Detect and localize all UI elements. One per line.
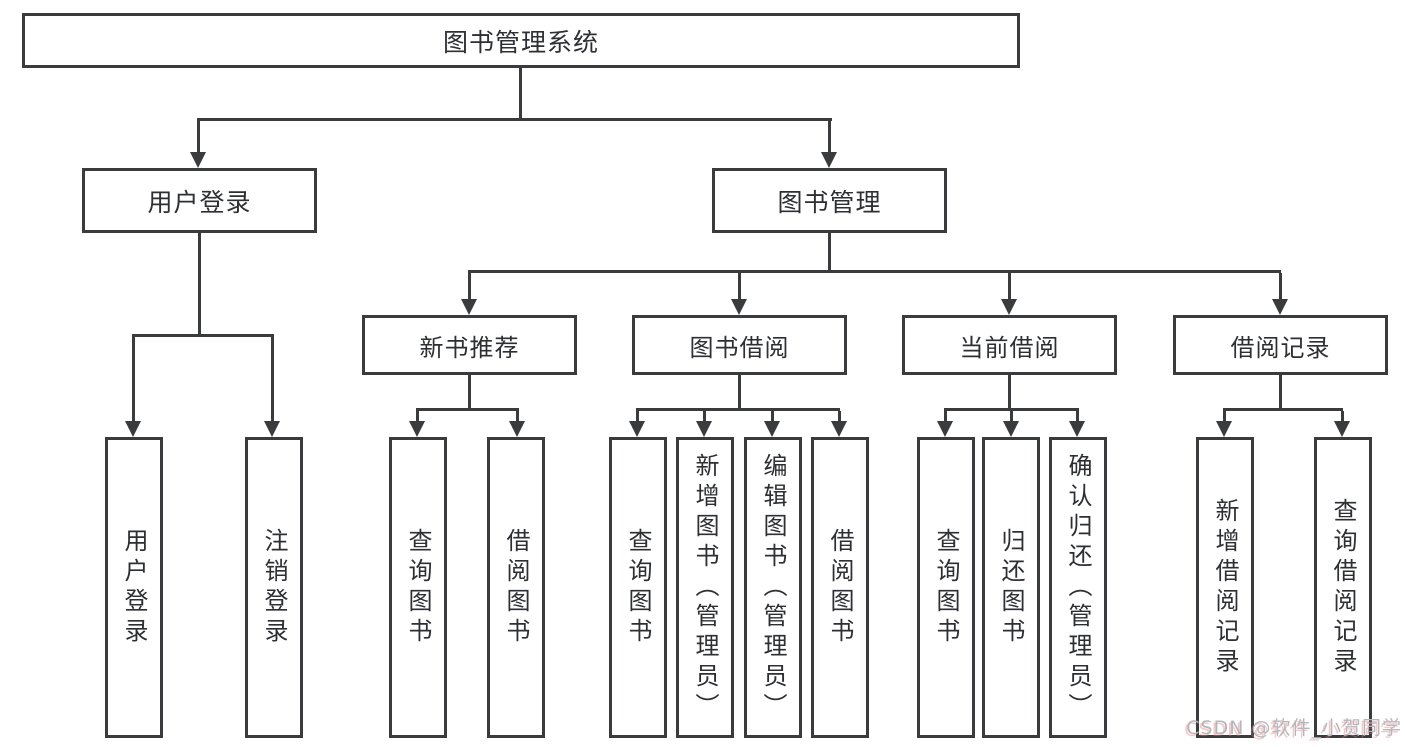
arrowhead-query-record (1334, 421, 1350, 437)
connector-borrow-records-hbar (1223, 408, 1343, 411)
node-borrow-records: 借阅记录 (1173, 315, 1388, 375)
arrowhead-edit-book (764, 421, 780, 437)
node-root-system: 图书管理系统 (22, 13, 1020, 68)
arrowhead-return-book (1003, 421, 1019, 437)
arrowhead-user-login (190, 152, 206, 168)
node-new-book-recommend-label: 新书推荐 (419, 333, 520, 362)
arrowhead-add-book (696, 421, 712, 437)
connector-drop-current-borrow (1008, 273, 1011, 300)
leaf-edit-book-admin-label: 编辑图书（管理员） (759, 452, 787, 723)
connector-root-hbar (197, 118, 832, 121)
leaf-query-book-3-label: 查询图书 (932, 527, 960, 648)
arrowhead-query-book-1 (409, 421, 425, 437)
connector-drop-leaf-logout (271, 337, 274, 422)
arrowhead-leaf-logout (264, 421, 280, 437)
connector-book-borrow-hbar (636, 408, 840, 411)
connector-borrow-records-stem (1279, 375, 1282, 411)
arrowhead-new-book (461, 299, 477, 315)
arrowhead-confirm-return (1069, 421, 1085, 437)
node-user-login: 用户登录 (82, 168, 317, 233)
leaf-query-book-3: 查询图书 (917, 437, 975, 738)
leaf-query-borrow-record-label: 查询借阅记录 (1329, 497, 1357, 678)
leaf-query-book-1: 查询图书 (389, 437, 447, 738)
arrowhead-add-record (1216, 421, 1232, 437)
leaf-return-book: 归还图书 (982, 437, 1040, 738)
leaf-user-login-label: 用户登录 (120, 527, 148, 648)
leaf-borrow-book-1: 借阅图书 (487, 437, 545, 738)
leaf-query-book-2: 查询图书 (609, 437, 667, 738)
node-current-borrow: 当前借阅 (902, 315, 1117, 375)
node-new-book-recommend: 新书推荐 (362, 315, 577, 375)
connector-current-borrow-hbar (944, 408, 1079, 411)
node-root-label: 图书管理系统 (442, 27, 599, 57)
connector-drop-leaf-user-login (132, 337, 135, 422)
connector-drop-return-book (1010, 411, 1013, 422)
leaf-edit-book-admin: 编辑图书（管理员） (744, 437, 802, 738)
leaf-confirm-return-admin-label: 确认归还（管理员） (1064, 452, 1092, 723)
connector-drop-query-book-2 (636, 411, 639, 422)
node-book-borrow-label: 图书借阅 (689, 333, 790, 362)
arrowhead-book-management (821, 152, 837, 168)
connector-drop-book-borrow (738, 273, 741, 300)
leaf-user-login: 用户登录 (105, 437, 163, 738)
leaf-add-borrow-record-label: 新增借阅记录 (1211, 497, 1239, 678)
node-user-login-label: 用户登录 (147, 187, 252, 217)
connector-root-stem (519, 68, 522, 121)
leaf-borrow-book-2-label: 借阅图书 (826, 527, 854, 648)
arrowhead-borrow-book-2 (831, 421, 847, 437)
connector-new-book-stem (468, 375, 471, 411)
node-book-management-label: 图书管理 (777, 187, 882, 217)
node-current-borrow-label: 当前借阅 (959, 333, 1060, 362)
arrowhead-book-borrow (731, 299, 747, 315)
connector-drop-confirm-return (1076, 411, 1079, 422)
leaf-return-book-label: 归还图书 (997, 527, 1025, 648)
connector-book-borrow-stem (738, 375, 741, 411)
connector-new-book-hbar (416, 408, 519, 411)
leaf-query-borrow-record: 查询借阅记录 (1314, 437, 1372, 738)
arrowhead-leaf-user-login (125, 421, 141, 437)
connector-drop-borrow-book-2 (838, 411, 841, 422)
node-borrow-records-label: 借阅记录 (1230, 333, 1331, 362)
leaf-logout: 注销登录 (245, 437, 303, 738)
connector-drop-user-login (197, 121, 200, 154)
leaf-borrow-book-1-label: 借阅图书 (502, 527, 530, 648)
leaf-confirm-return-admin: 确认归还（管理员） (1049, 437, 1107, 738)
connector-book-management-stem (828, 233, 831, 273)
node-book-management: 图书管理 (712, 168, 947, 233)
leaf-query-book-1-label: 查询图书 (404, 527, 432, 648)
leaf-add-borrow-record: 新增借阅记录 (1196, 437, 1254, 738)
connector-user-login-stem (198, 233, 201, 337)
node-book-borrow: 图书借阅 (632, 315, 847, 375)
connector-drop-borrow-records (1279, 273, 1282, 300)
connector-drop-query-book-3 (944, 411, 947, 422)
connector-drop-book-management (828, 121, 831, 154)
arrowhead-query-book-2 (629, 421, 645, 437)
connector-drop-query-record (1341, 411, 1344, 422)
arrowhead-borrow-book-1 (509, 421, 525, 437)
connector-drop-query-book-1 (416, 411, 419, 422)
leaf-borrow-book-2: 借阅图书 (811, 437, 869, 738)
arrowhead-query-book-3 (937, 421, 953, 437)
leaf-add-book-admin-label: 新增图书（管理员） (691, 452, 719, 723)
connector-drop-new-book (468, 273, 471, 300)
connector-drop-add-book (703, 411, 706, 422)
arrowhead-borrow-records (1272, 299, 1288, 315)
connector-drop-borrow-book-1 (516, 411, 519, 422)
leaf-query-book-2-label: 查询图书 (624, 527, 652, 648)
connector-current-borrow-stem (1008, 375, 1011, 411)
connector-book-management-hbar (468, 270, 1281, 273)
connector-drop-add-record (1223, 411, 1226, 422)
connector-user-login-hbar (132, 334, 274, 337)
connector-drop-edit-book (771, 411, 774, 422)
leaf-add-book-admin: 新增图书（管理员） (676, 437, 734, 738)
arrowhead-current-borrow (1001, 299, 1017, 315)
leaf-logout-label: 注销登录 (260, 527, 288, 648)
